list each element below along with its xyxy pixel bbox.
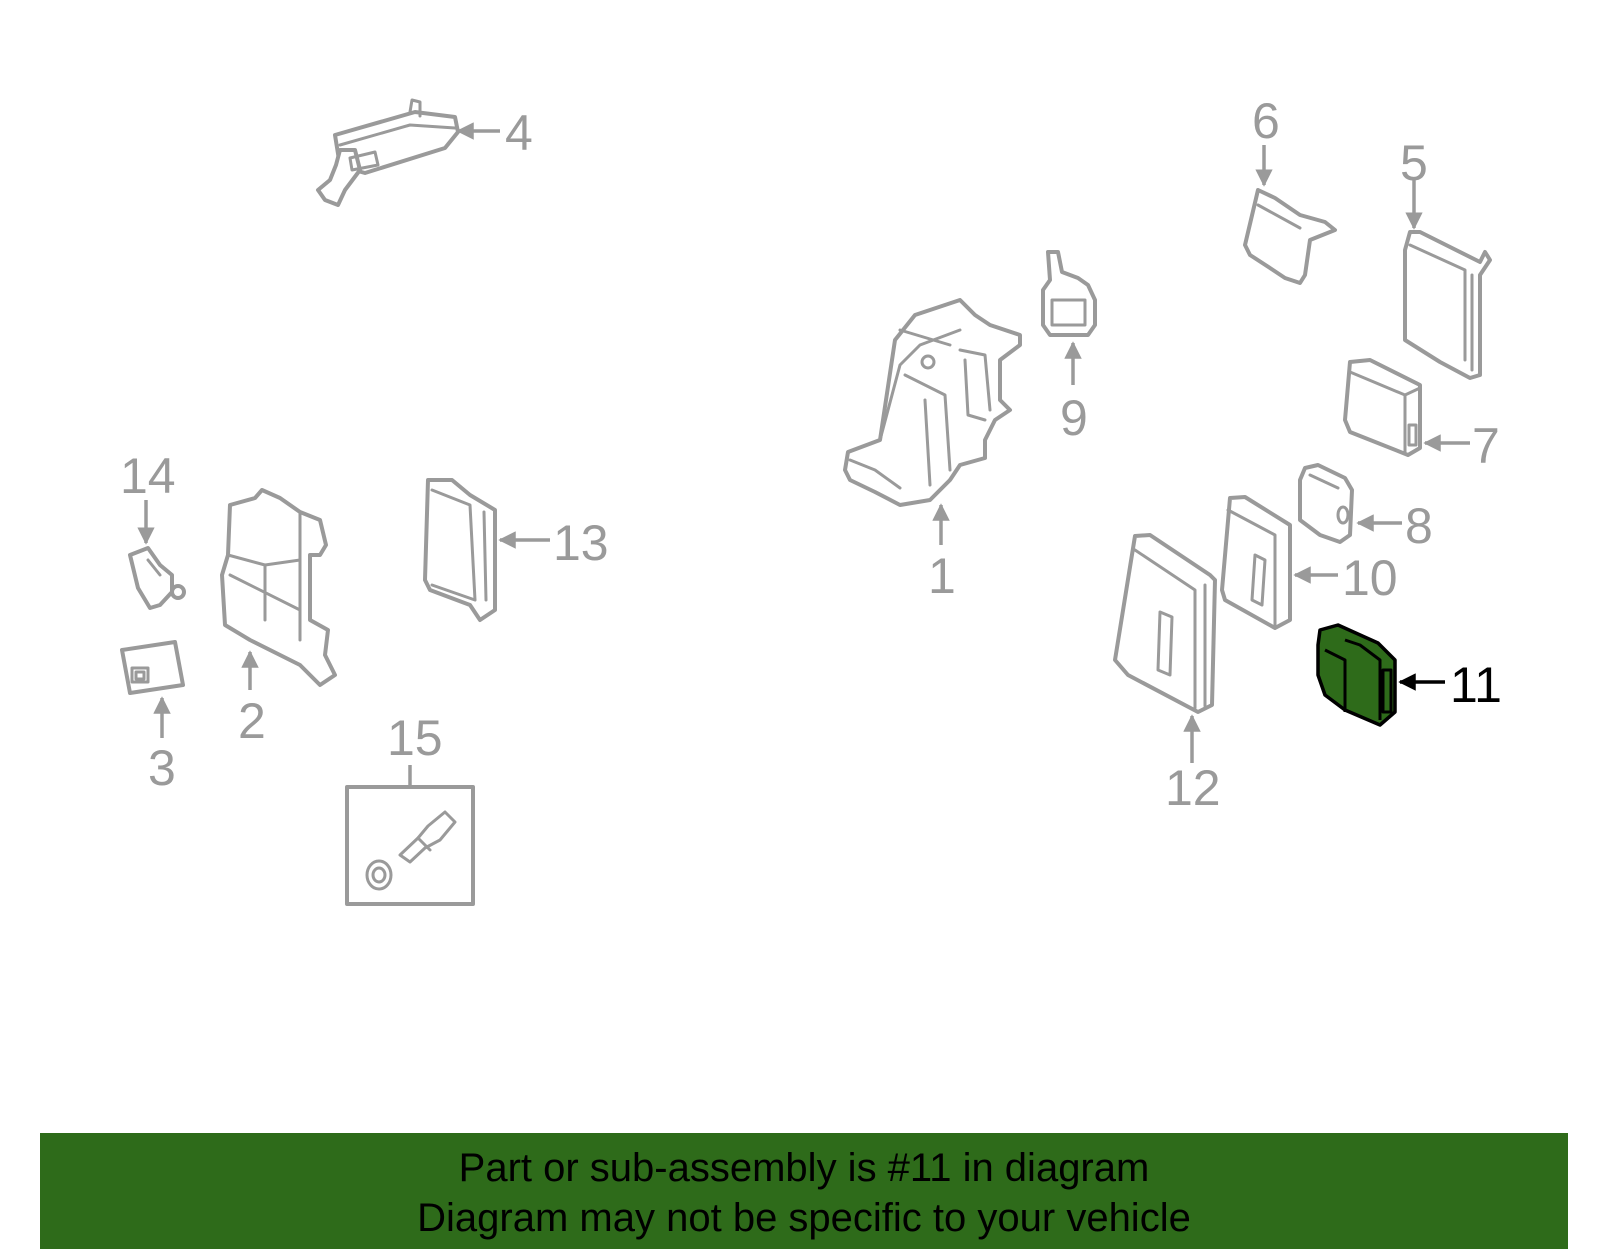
part-1-main-bracket[interactable] (843, 298, 1022, 507)
callout-15: 15 (387, 710, 443, 766)
part-3-sensor[interactable] (120, 640, 185, 695)
callout-1: 1 (928, 548, 956, 604)
part-4-module[interactable] (316, 98, 460, 207)
callout-6: 6 (1252, 93, 1280, 149)
part-15-bolt-kit[interactable] (345, 785, 475, 906)
part-14-bracket[interactable] (128, 546, 186, 610)
part-6-bracket[interactable] (1243, 188, 1337, 285)
part-13-control-unit[interactable] (423, 478, 497, 622)
callout-9: 9 (1060, 390, 1088, 446)
part-7-receiver[interactable] (1343, 358, 1422, 457)
callout-8: 8 (1405, 498, 1433, 554)
callout-7: 7 (1472, 418, 1500, 474)
part-9-relay[interactable] (1041, 250, 1097, 337)
part-10-control-unit[interactable] (1220, 495, 1292, 630)
callout-3: 3 (148, 740, 176, 796)
banner-disclaimer-line: Diagram may not be specific to your vehi… (417, 1196, 1191, 1240)
part-2-junction-block[interactable] (220, 488, 337, 687)
part-12-ecu[interactable] (1113, 533, 1217, 714)
info-banner: Part or sub-assembly is #11 in diagram D… (40, 1133, 1568, 1249)
callout-2: 2 (238, 693, 266, 749)
part-11-highlighted-module[interactable] (1316, 623, 1397, 727)
callout-11: 11 (1450, 657, 1502, 713)
callout-13: 13 (553, 515, 609, 571)
part-8-sensor[interactable] (1298, 463, 1354, 544)
callout-12: 12 (1165, 760, 1221, 816)
banner-part-line: Part or sub-assembly is #11 in diagram (458, 1146, 1150, 1190)
callout-14: 14 (120, 448, 176, 504)
part-5-control-module[interactable] (1403, 230, 1492, 380)
callout-10: 10 (1342, 550, 1398, 606)
callout-4: 4 (505, 105, 533, 161)
callout-5: 5 (1400, 135, 1428, 191)
